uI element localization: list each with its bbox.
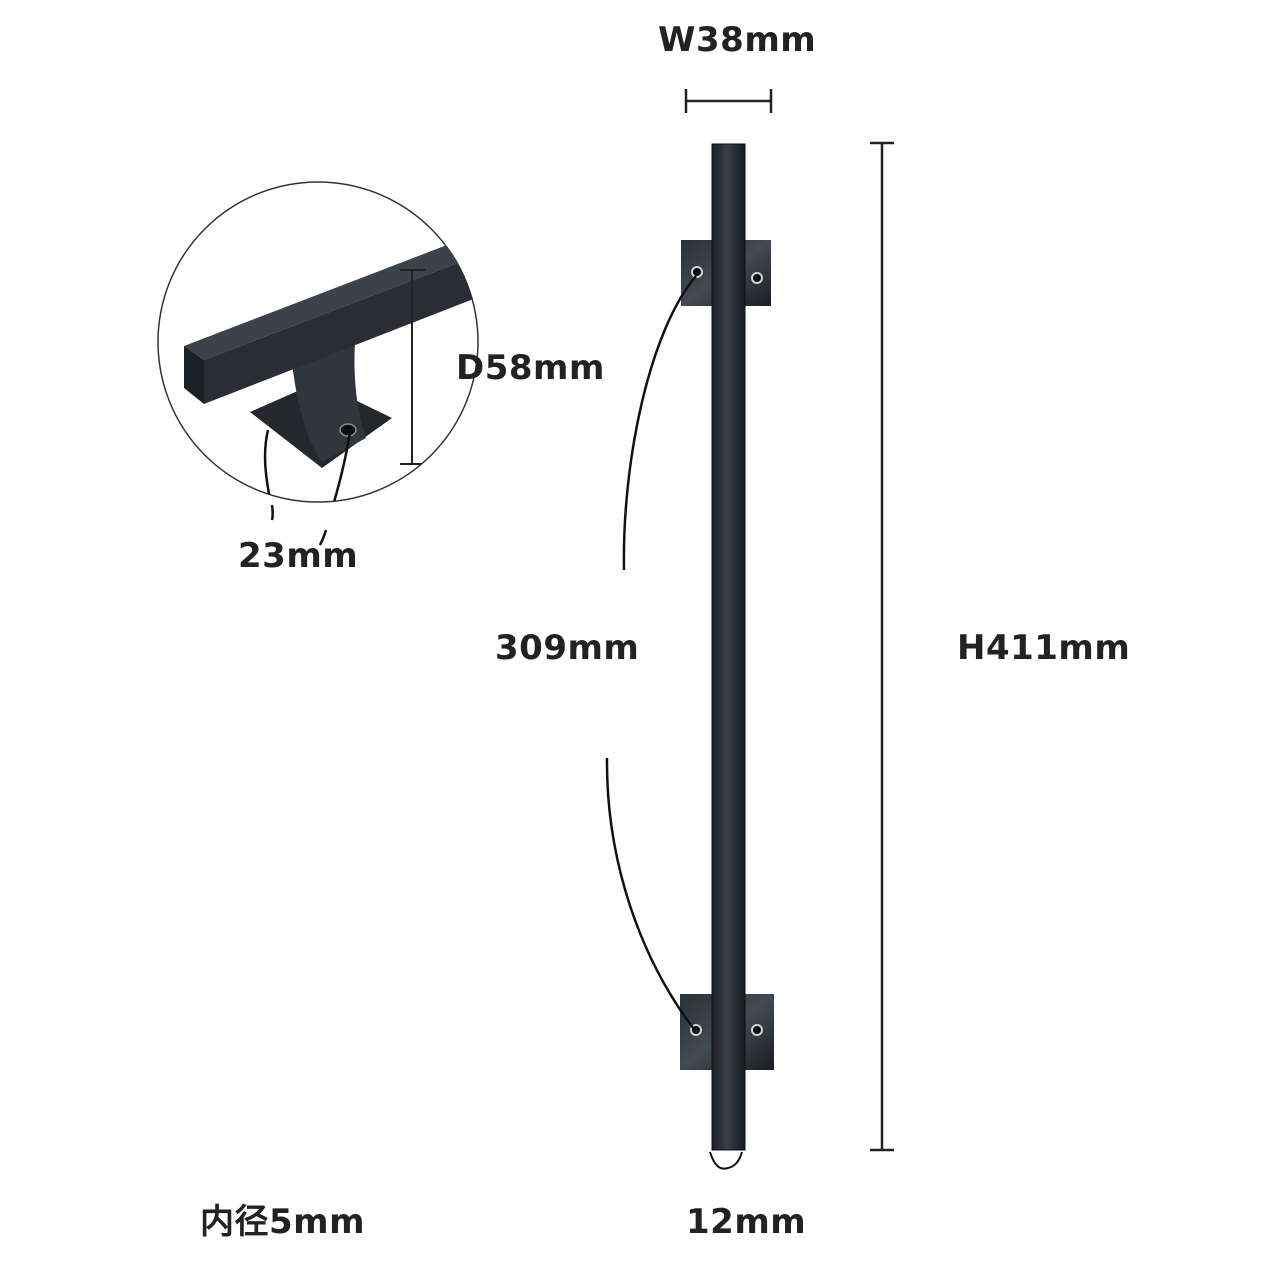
height-dimension [870, 141, 894, 1152]
top-right-screw-hole [751, 272, 763, 284]
width-label: W38mm [658, 20, 817, 60]
height-label: H411mm [957, 628, 1131, 668]
base-leader-right [320, 431, 352, 502]
handle-bar [712, 144, 745, 1150]
bottom-right-screw-hole [751, 1024, 763, 1036]
handle-main [680, 143, 774, 1151]
detail-bar-side [184, 346, 204, 404]
pitch-leader-bottom [605, 757, 698, 1034]
base-label: 23mm [238, 536, 359, 576]
detail-view [157, 181, 479, 546]
detail-bar-front [204, 256, 476, 404]
pitch-label: 309mm [495, 628, 640, 668]
bar-width-label: 12mm [686, 1202, 807, 1242]
width-dimension [684, 89, 773, 113]
top-left-screw-hole [691, 266, 703, 278]
pitch-leader-top [622, 275, 697, 571]
bar-end-arc [709, 1151, 743, 1170]
detail-screw-hole [339, 423, 357, 437]
depth-label: D58mm [456, 348, 605, 388]
hole-diameter-label: 内径5mm [200, 1202, 366, 1242]
